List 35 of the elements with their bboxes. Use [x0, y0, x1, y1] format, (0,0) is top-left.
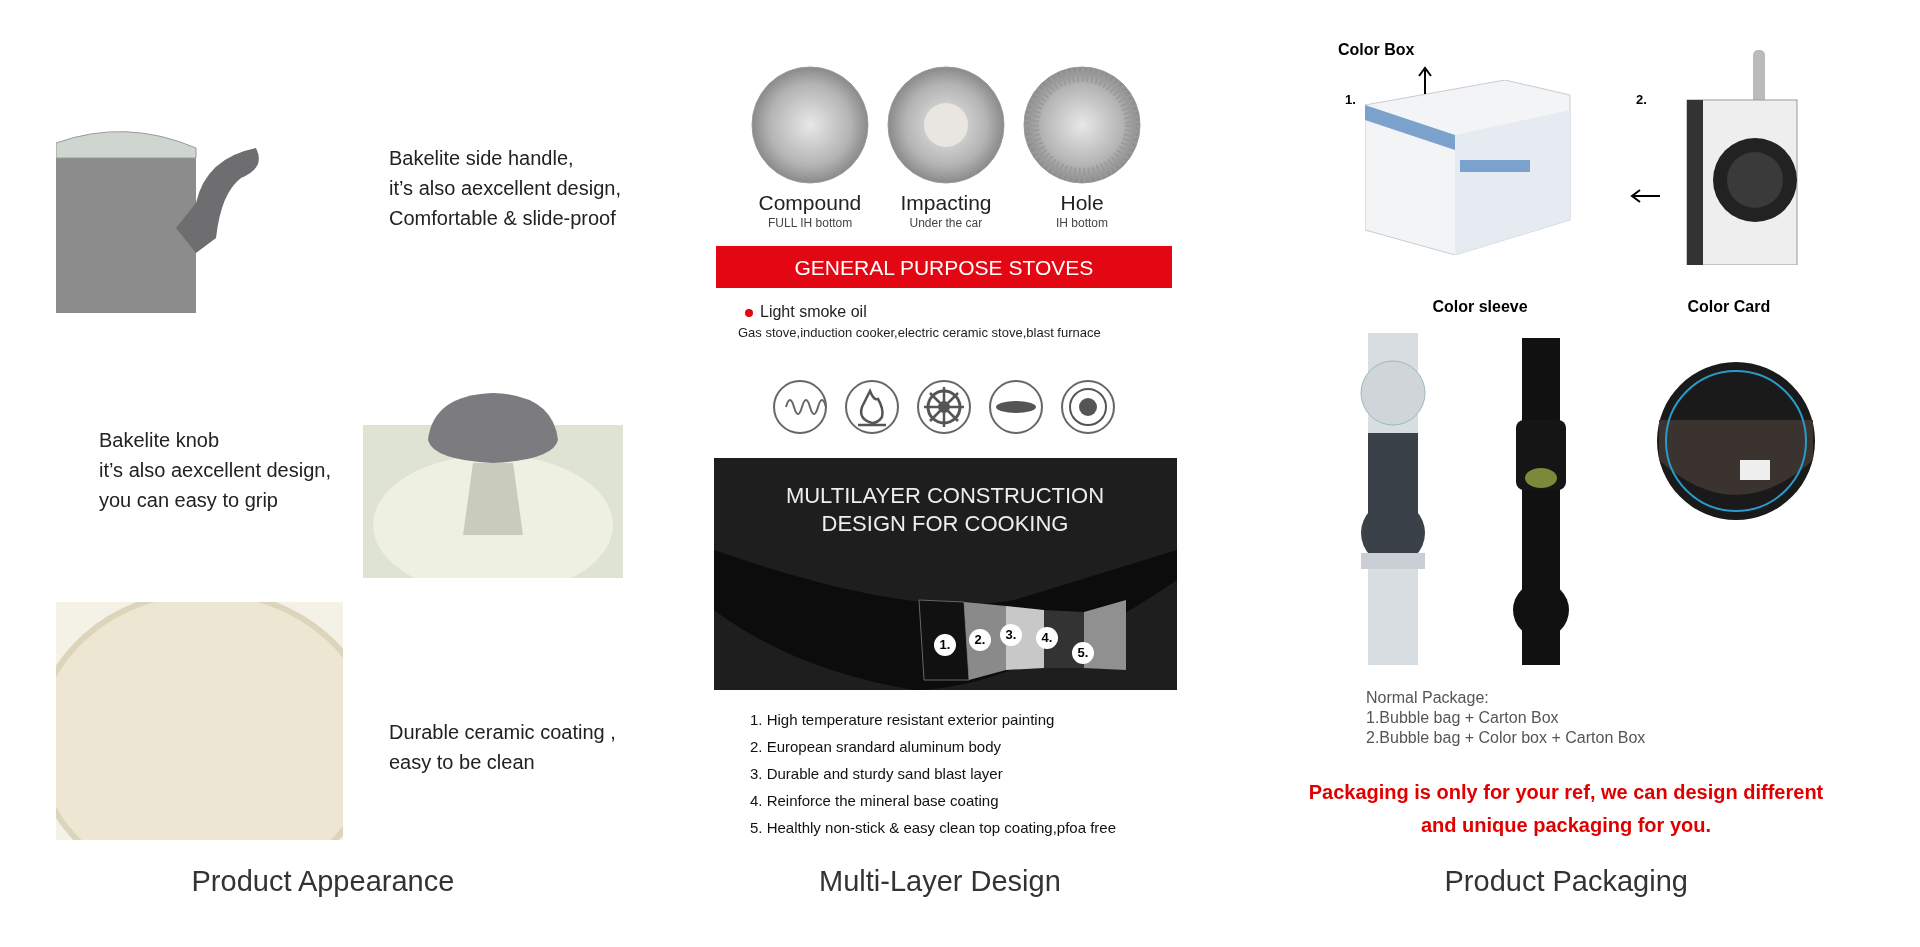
- layer-description: 5. Healthly non-stick & easy clean top coating,pfoa free: [750, 819, 1117, 837]
- package-type-title: Color Box: [1338, 40, 1415, 60]
- base-type-note: IH bottom: [1056, 216, 1109, 231]
- panel-caption: Multi-Layer Design: [819, 864, 1061, 899]
- item-number: 1.: [1345, 92, 1356, 108]
- pan-title: MULTILAYER CONSTRUCTION DESIGN FOR COOKING: [784, 482, 1106, 538]
- stove-types-text: Gas stove,induction cooker,electric ceramic stove,blast furnace: [738, 325, 1101, 341]
- feature-text: easy to be clean: [389, 750, 535, 774]
- layer-description: 1. High temperature resistant exterior painting: [750, 711, 1055, 729]
- layer-description: 4. Reinforce the mineral base coating: [750, 792, 999, 810]
- feature-text: it’s also aexcellent design,: [389, 176, 621, 200]
- feature-text: you can easy to grip: [99, 488, 278, 512]
- package-type-title: Color sleeve: [1432, 297, 1528, 317]
- package-note: Normal Package:: [1366, 688, 1489, 708]
- banner-title: GENERAL PURPOSE STOVES: [794, 255, 1094, 281]
- base-type-note: Under the car: [909, 216, 983, 231]
- feature-text: Durable ceramic coating ,: [389, 720, 616, 744]
- layer-description: 3. Durable and sturdy sand blast layer: [750, 765, 1003, 783]
- package-note: 2.Bubble bag + Color box + Carton Box: [1366, 728, 1646, 748]
- bullet-text: Light smoke oil: [760, 302, 867, 322]
- feature-text: it’s also aexcellent design,: [99, 458, 331, 482]
- base-type-name: Hole: [1060, 190, 1104, 216]
- layer-description: 2. European srandard aluminum body: [750, 738, 1001, 756]
- feature-text: Bakelite side handle,: [389, 146, 574, 170]
- base-type-name: Impacting: [900, 190, 992, 216]
- package-note: 1.Bubble bag + Carton Box: [1366, 708, 1559, 728]
- item-number: 2.: [1636, 92, 1647, 108]
- feature-text: Comfortable & slide-proof: [389, 206, 616, 230]
- panel-caption: Product Packaging: [1444, 864, 1688, 899]
- feature-text: Bakelite knob: [99, 428, 220, 452]
- packaging-notice: Packaging is only for your ref, we can design different and unique packaging for you.: [1307, 780, 1825, 838]
- package-type-title: Color Card: [1687, 297, 1771, 317]
- panel-caption: Product Appearance: [191, 864, 455, 899]
- base-type-name: Compound: [758, 190, 862, 216]
- base-type-note: FULL IH bottom: [768, 216, 853, 231]
